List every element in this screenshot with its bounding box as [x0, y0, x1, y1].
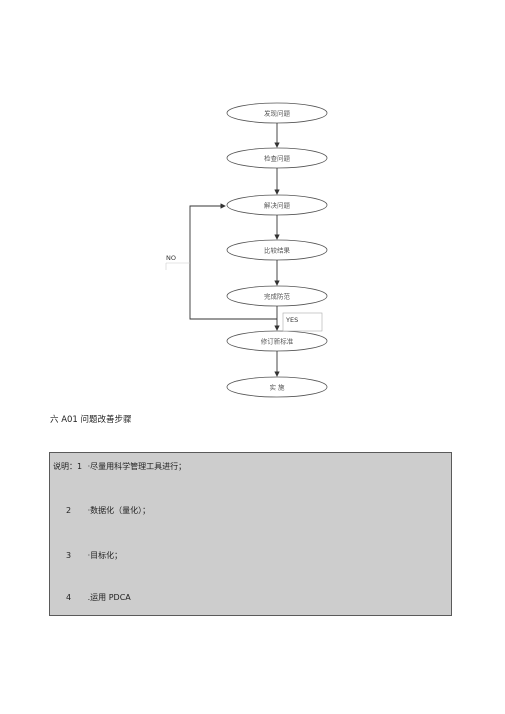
node-discover: 发现问题	[226, 102, 328, 124]
loop-no-label: NO	[166, 254, 176, 262]
node-check-label: 检查问题	[264, 154, 291, 163]
node-implement: 实 施	[226, 376, 328, 398]
flowchart: 发现问题 检查问题 解决问题 比较结果 完成防范 修订新标准 实 施 NO YE…	[165, 102, 328, 398]
note-item-4: 4 .运用 PDCA	[66, 592, 131, 603]
node-compare-label: 比较结果	[264, 246, 291, 255]
node-check: 检查问题	[226, 147, 328, 169]
node-compare: 比较结果	[226, 239, 328, 261]
note-num-2: 2	[66, 506, 72, 515]
section-title: 六 A01 问题改善步骤	[50, 415, 132, 425]
node-prevent-label: 完成防范	[264, 292, 291, 301]
node-discover-label: 发现问题	[264, 109, 291, 118]
note-item-3: 3 ·目标化；	[66, 550, 122, 561]
node-standard: 修订新标准	[226, 330, 328, 352]
loop-back-line	[189, 203, 277, 320]
note-text-3: ·目标化；	[87, 551, 123, 560]
note-text-4: .运用 PDCA	[87, 593, 131, 602]
note-text-1: ·尽量用科学管理工具进行；	[87, 462, 187, 471]
node-implement-label: 实 施	[269, 383, 285, 392]
note-item-2: 2 ·数据化（量化）；	[66, 505, 150, 516]
note-item-1: 说明：1 ·尽量用科学管理工具进行；	[53, 461, 186, 472]
node-standard-label: 修订新标准	[261, 337, 294, 346]
note-num-4: 4	[66, 593, 72, 602]
notes-heading: 说明：	[53, 462, 77, 471]
node-solve: 解决问题	[226, 194, 328, 216]
node-prevent: 完成防范	[226, 285, 328, 307]
note-text-2: ·数据化（量化）；	[87, 506, 151, 515]
yes-label-box	[282, 312, 323, 332]
note-num-1: 1	[77, 462, 83, 471]
notes-box: 说明：1 ·尽量用科学管理工具进行； 2 ·数据化（量化）； 3 ·目标化； 4…	[49, 452, 452, 616]
loop-yes-label: YES	[285, 316, 298, 324]
note-num-3: 3	[66, 551, 72, 560]
node-solve-label: 解决问题	[264, 201, 291, 210]
